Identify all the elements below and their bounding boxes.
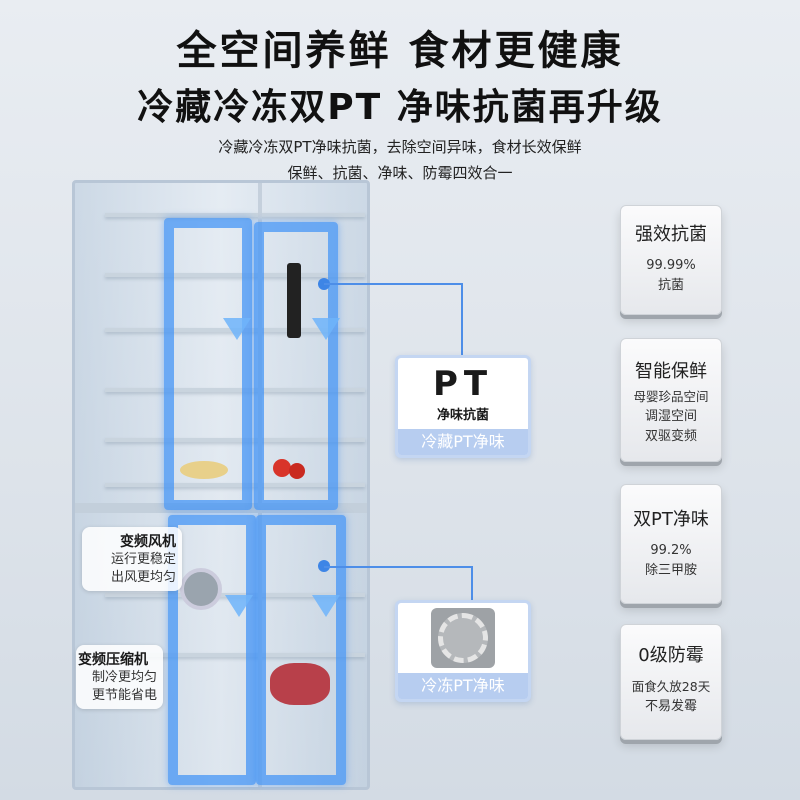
feature-line: 面食久放28天	[631, 679, 711, 694]
connector-line	[471, 566, 473, 602]
freezer-pt-label: 冷冻PT净味	[398, 673, 528, 699]
connector-line	[461, 283, 463, 357]
airflow-loop-freezer-left	[168, 515, 256, 785]
compressor-callout: 变频压缩机 制冷更均匀 更节能省电	[76, 645, 164, 709]
freezer-pt-module-card: 冷冻PT净味	[395, 600, 531, 702]
feature-line: 调湿空间	[644, 409, 697, 424]
feature-line: 双驱变频	[644, 429, 697, 444]
feature-line: 99.2%	[650, 543, 692, 558]
subheadline: 冷藏冷冻双PT 净味抗菌再升级	[137, 87, 663, 128]
feature-card-fresh: 智能保鲜 母婴珍品空间 调湿空间 双驱变频	[620, 338, 722, 462]
headline: 全空间养鲜 食材更健康	[176, 28, 624, 74]
feature-card-deodorize: 双PT净味 99.2% 除三甲胺	[620, 484, 722, 604]
airflow-arrow-icon	[312, 595, 340, 617]
freezer-pt-device-image	[431, 608, 495, 668]
feature-line: 不易发霉	[644, 699, 697, 714]
compressor-line: 制冷更均匀	[92, 670, 158, 685]
feature-line: 除三甲胺	[644, 563, 697, 578]
tomato	[273, 459, 291, 477]
tomato	[289, 463, 305, 479]
fan-line: 出风更均匀	[110, 570, 176, 585]
fan-line: 运行更稳定	[110, 552, 176, 567]
meat	[270, 663, 330, 705]
feature-title: 智能保鲜	[635, 361, 707, 382]
compressor-title: 变频压缩机	[78, 652, 148, 668]
fan-icon	[180, 568, 222, 610]
feature-line: 99.99%	[646, 258, 696, 273]
airflow-loop-fridge-right	[254, 222, 338, 510]
airflow-loop-freezer-right	[256, 515, 346, 785]
description-line-2: 保鲜、抗菌、净味、防霉四效合一	[287, 164, 513, 182]
fridge-pt-module-card: PT 净味抗菌 冷藏PT净味	[395, 355, 531, 458]
fridge-pt-label: 冷藏PT净味	[398, 429, 528, 455]
fan-callout: 变频风机 运行更稳定 出风更均匀	[82, 527, 182, 591]
feature-card-antimold: 0级防霉 面食久放28天 不易发霉	[620, 624, 722, 740]
airflow-loop-fridge-left	[164, 218, 252, 510]
connector-line	[324, 283, 462, 285]
feature-line: 抗菌	[657, 278, 684, 293]
airflow-arrow-icon	[312, 318, 340, 340]
pt-logo: PT	[432, 364, 494, 404]
pt-logo-subtitle: 净味抗菌	[436, 408, 489, 423]
airflow-arrow-icon	[223, 318, 251, 340]
feature-title: 强效抗菌	[635, 224, 707, 245]
airflow-arrow-icon	[225, 595, 253, 617]
compressor-line: 更节能省电	[92, 688, 158, 703]
food-bowl	[180, 461, 228, 479]
fan-title: 变频风机	[120, 534, 176, 550]
pt-module-device	[287, 263, 301, 338]
feature-title: 0级防霉	[638, 645, 704, 666]
description-line-1: 冷藏冷冻双PT净味抗菌，去除空间异味，食材长效保鲜	[218, 138, 582, 156]
connector-line	[324, 566, 472, 568]
feature-card-antibacterial: 强效抗菌 99.99% 抗菌	[620, 205, 722, 315]
feature-line: 母婴珍品空间	[633, 389, 709, 404]
feature-title: 双PT净味	[633, 509, 709, 530]
